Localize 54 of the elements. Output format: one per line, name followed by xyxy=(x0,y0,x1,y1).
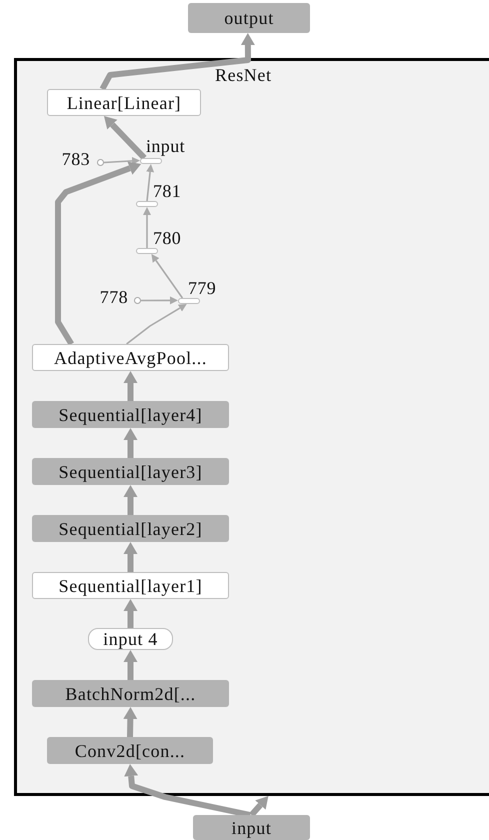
node-label: AdaptiveAvgPool... xyxy=(54,348,207,366)
arrow xyxy=(143,207,151,248)
tensor-label: 778 xyxy=(98,288,128,306)
arrow xyxy=(104,116,147,160)
constant-circle xyxy=(134,297,141,304)
arrow xyxy=(100,33,255,90)
arrow xyxy=(104,156,140,165)
arrow xyxy=(146,164,154,202)
layer-box xyxy=(47,89,201,116)
layer-box xyxy=(47,737,213,764)
arrow xyxy=(55,162,142,346)
arrow xyxy=(151,254,184,298)
node-label: Sequential[layer3] xyxy=(58,462,202,480)
layer-box xyxy=(188,3,310,33)
tensor-label: 779 xyxy=(188,279,218,297)
layer-box xyxy=(32,401,229,428)
tensor-bar xyxy=(140,158,162,164)
arrow xyxy=(124,485,138,515)
layer-box xyxy=(32,680,229,707)
module-container xyxy=(14,58,489,796)
arrow xyxy=(126,304,187,345)
layer-box xyxy=(32,572,229,599)
arrow xyxy=(124,428,138,458)
node-label: output xyxy=(224,9,274,27)
node-label: Conv2d[con... xyxy=(74,742,186,760)
arrow xyxy=(124,764,251,818)
node-label: Sequential[layer1] xyxy=(58,576,202,594)
arrow xyxy=(124,599,138,628)
arrow xyxy=(123,707,138,738)
layer-box xyxy=(32,515,229,542)
arrow xyxy=(124,650,138,680)
module-title: ResNet xyxy=(215,66,272,84)
tensor-label: 781 xyxy=(153,182,182,200)
layer-box xyxy=(32,458,229,485)
node-label: BatchNorm2d[... xyxy=(65,684,196,702)
arrow xyxy=(124,542,138,572)
arrow xyxy=(249,796,268,817)
layer-box xyxy=(32,344,229,371)
tensor-label: input xyxy=(146,137,186,155)
arrow xyxy=(124,371,138,401)
tensor-bar xyxy=(136,201,158,207)
arrow xyxy=(141,296,178,304)
tensor-box xyxy=(88,628,173,650)
node-label: input 4 xyxy=(103,630,158,648)
tensor-label: 783 xyxy=(60,150,90,168)
tensor-bar xyxy=(136,248,158,254)
node-label: Linear[Linear] xyxy=(66,94,182,112)
layer-box xyxy=(193,815,310,840)
node-label: Sequential[layer2] xyxy=(58,520,202,538)
tensor-label: 780 xyxy=(153,229,182,247)
node-label: input xyxy=(231,818,272,836)
constant-circle xyxy=(97,159,104,166)
tensor-bar xyxy=(178,298,200,304)
node-label: Sequential[layer4] xyxy=(58,406,202,424)
